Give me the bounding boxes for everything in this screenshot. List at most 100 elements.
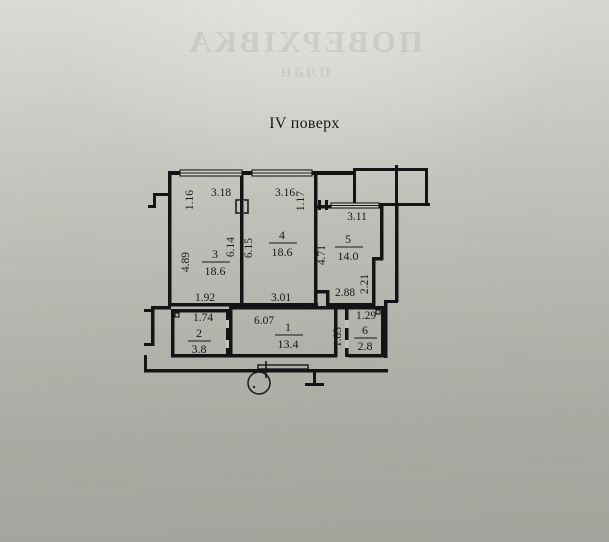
wall-left-jog-foot	[148, 205, 156, 208]
window-room5-jamb-left	[325, 200, 328, 210]
dim-room5-top: 3.11	[347, 211, 367, 223]
room-label-6: 6 2.8	[354, 323, 377, 353]
window-room4	[251, 169, 313, 177]
wall-room6-left	[345, 309, 349, 357]
wall-bottom-stub-vertical	[313, 372, 316, 386]
dim-room3-left: 4.89	[180, 252, 192, 272]
dim-top-right-horizontal: 3.16	[275, 187, 295, 199]
wall-structure	[144, 165, 430, 395]
wall-left-room3	[168, 171, 172, 306]
room-label-2: 2 3.8	[188, 326, 211, 356]
wall-outer-right-tall	[395, 206, 399, 302]
wall-room5-bottom	[326, 303, 374, 307]
dim-room5-bottom: 2.88	[335, 287, 355, 299]
wall-room6-top	[345, 306, 385, 310]
dim-room3-bottom: 1.92	[195, 292, 215, 304]
wall-room5-bottom-left-jog	[317, 290, 329, 294]
wall-room5-bottom-jog-vertical	[326, 290, 330, 307]
dim-room2-top: 1.74	[193, 312, 213, 324]
room-label-5: 5 14.0	[335, 232, 363, 263]
page-title: IV поверх	[269, 115, 340, 132]
window-room3	[179, 169, 243, 177]
door-room2-lower[interactable]	[226, 340, 230, 348]
wall-bottom-left	[144, 369, 298, 373]
dim-room4-bottom: 3.01	[271, 292, 291, 304]
room-6-area: 2.8	[358, 339, 373, 353]
wall-outer-left-foot-bottom	[144, 343, 154, 346]
wall-balcony-top	[353, 168, 428, 171]
wall-room1-left	[229, 309, 233, 357]
entrance-marker-dot	[252, 385, 256, 389]
wall-balcony-left-stub	[353, 168, 356, 206]
dim-top-right-vertical: 1.17	[295, 191, 307, 211]
wall-outer-left-foot-top	[144, 309, 154, 312]
room-2-area: 3.8	[192, 342, 207, 356]
wall-mid-horizontal-right	[243, 303, 318, 307]
room-1-number: 1	[285, 320, 291, 334]
wall-mid-horizontal-left	[168, 303, 243, 307]
room-3-number: 3	[212, 247, 218, 261]
wall-room5-right-upper	[380, 205, 384, 260]
wall-left-jog-vertical	[153, 193, 156, 208]
wall-room1-bottom	[229, 354, 337, 358]
door-room6-lower[interactable]	[345, 340, 349, 348]
dim-room5-left: 4.71	[316, 245, 328, 265]
wall-room2-top	[171, 309, 229, 313]
room-2-number: 2	[196, 326, 202, 340]
wall-bottom-right	[296, 369, 388, 373]
room-5-area: 14.0	[338, 249, 359, 263]
wall-room6-bottom	[348, 354, 384, 358]
entrance-marker-circle	[247, 371, 271, 395]
dim-room1-top: 6.07	[254, 315, 274, 327]
dimension-labels: 1.16 3.18 3.16 1.17 3.11 4.89 6.14 6.15 …	[180, 187, 376, 347]
wall-outer-left-lower-vertical	[151, 306, 155, 346]
room-4-area: 18.6	[272, 245, 293, 259]
wall-room5-right-notch	[372, 257, 383, 261]
wall-between-room4-room5	[314, 175, 318, 306]
wall-room2-bottom	[171, 354, 229, 358]
room-1-area: 13.4	[278, 337, 299, 351]
door-room2-upper[interactable]	[226, 320, 230, 328]
wall-left-jog-top	[153, 193, 171, 196]
dim-top-left-vertical: 1.16	[184, 190, 196, 210]
room-label-4: 4 18.6	[269, 228, 297, 259]
room-3-area: 18.6	[205, 264, 226, 278]
wall-room2-left	[171, 309, 175, 357]
window-room5-jamb-left-2	[318, 200, 321, 210]
wall-top-mid-pier	[314, 171, 318, 175]
room-4-number: 4	[279, 228, 285, 242]
wall-room1-top-left	[229, 306, 329, 310]
entrance-door-frame[interactable]	[257, 364, 309, 370]
room6-corner-tick	[375, 309, 381, 315]
window-room5	[318, 200, 380, 210]
wall-between-room3-room4	[240, 175, 244, 306]
dim-room5-right: 2.21	[359, 274, 371, 294]
entrance-door-opening[interactable]	[257, 361, 309, 378]
wall-bottom-left-return	[144, 355, 147, 372]
wall-balcony-right	[425, 168, 428, 206]
wall-room2-right	[226, 309, 230, 357]
wall-mid-left-outer-jog	[151, 306, 171, 310]
wall-room5-right-lower	[372, 257, 376, 307]
door-room6-upper[interactable]	[345, 320, 349, 328]
wall-room6-right	[381, 306, 385, 354]
room-label-3: 3 18.6	[202, 247, 230, 278]
wall-outer-right-lower	[384, 303, 388, 358]
wall-room1-right	[334, 309, 338, 357]
dim-room1-right: 1.83	[332, 327, 344, 347]
room-labels: 3 18.6 4 18.6 5 14.0 1 13.4 2	[188, 228, 377, 356]
room2-corner-tick	[174, 312, 180, 318]
room-label-1: 1 13.4	[275, 320, 303, 351]
wall-right-upper-tee	[395, 203, 430, 206]
dim-room4-left: 6.15	[243, 238, 255, 258]
wall-balcony-bottom	[353, 203, 428, 206]
wall-outer-right-jog	[384, 300, 398, 303]
wall-bottom-stub-foot	[305, 383, 324, 386]
room-6-number: 6	[362, 323, 368, 337]
door-jamb-core	[240, 200, 244, 213]
wall-right-upper-vertical	[395, 165, 398, 207]
dim-room3-right: 6.14	[225, 237, 237, 257]
wall-top-right-outer	[317, 171, 353, 175]
